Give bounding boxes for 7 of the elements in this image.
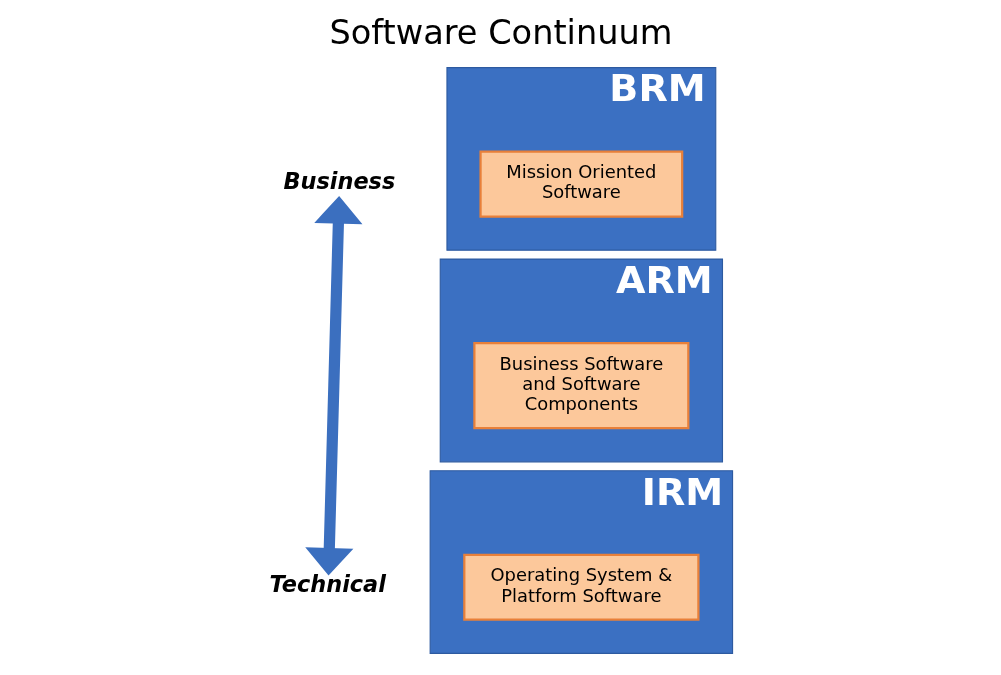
arrow [304, 196, 362, 576]
node-box: Mission Oriented Software [478, 150, 683, 218]
node-box: Business Software and Software Components [472, 342, 689, 430]
node-text: Technical [268, 570, 386, 597]
node-text: Business [282, 167, 395, 194]
diagram-title: Software Continuum [328, 13, 673, 53]
node-box: Operating System & Platform Software [462, 553, 699, 621]
